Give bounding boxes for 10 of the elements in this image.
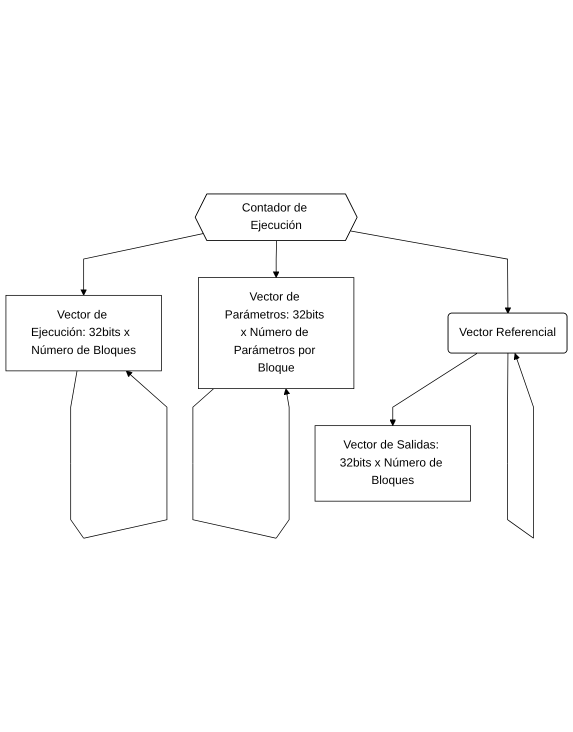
arrow [390, 353, 478, 426]
arrow [192, 388, 290, 538]
node-box: Vector de Ejecución: 32bits x Número de Bloques [6, 294, 162, 372]
arrow [70, 370, 168, 538]
arrow [80, 233, 204, 296]
node-box: Vector de Parámetros: 32bits x Número de Parámetros por Bloque [198, 277, 354, 389]
node-box: Vector de Salidas: 32bits x Número de Bloques [314, 425, 471, 502]
arrow [272, 240, 280, 278]
arrow [350, 230, 512, 314]
arrow [507, 353, 534, 538]
